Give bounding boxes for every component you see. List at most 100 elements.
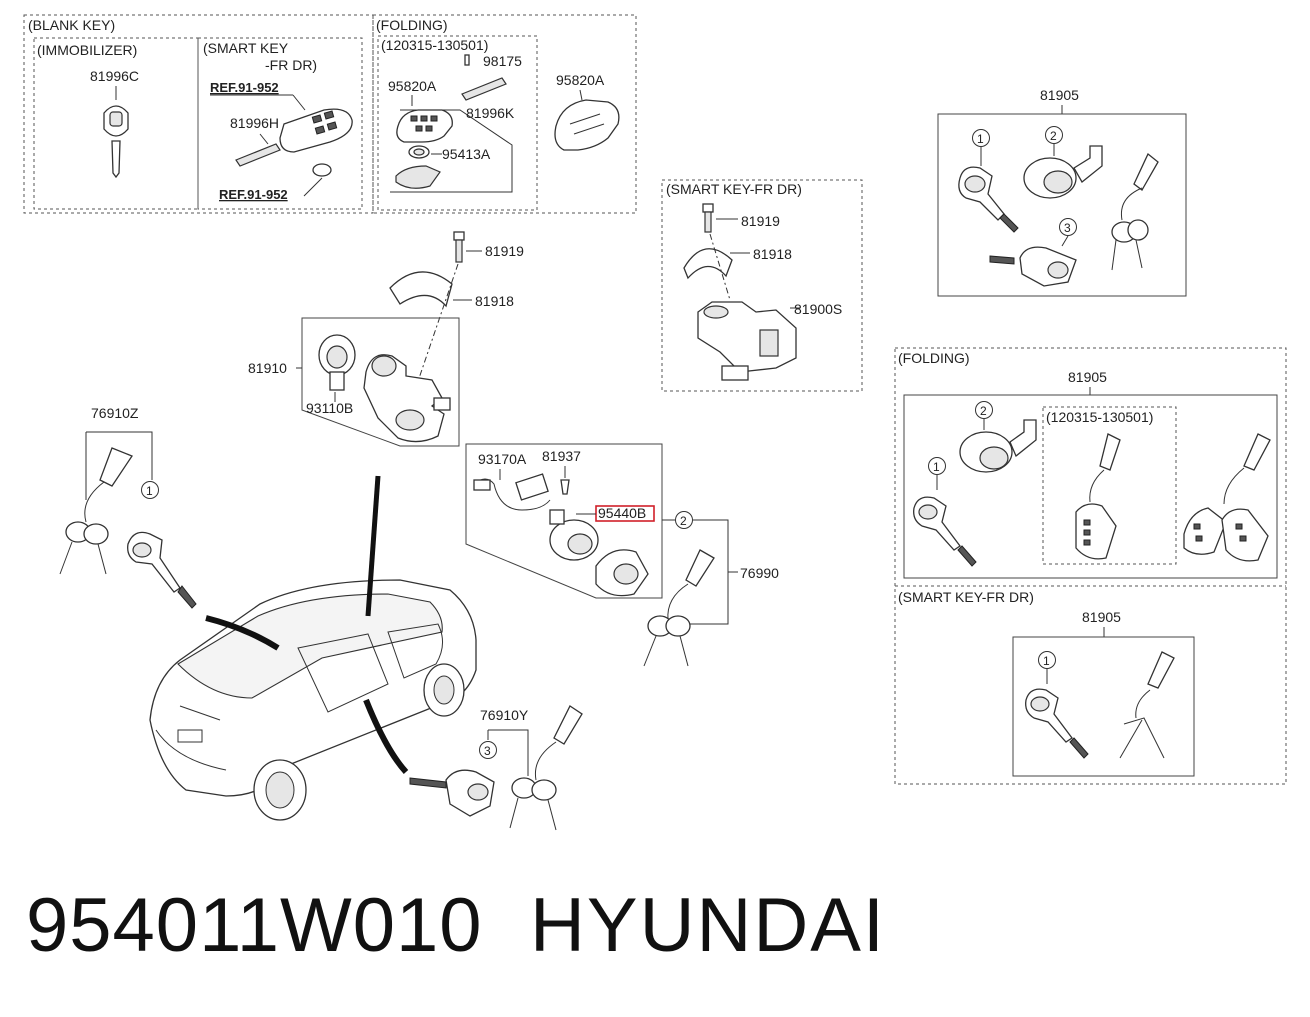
wiring-93170A	[473, 473, 551, 511]
folding-top-frame	[372, 14, 637, 214]
ref-91-952-bottom: REF.91-952	[219, 187, 288, 202]
label-81996K: 81996K	[466, 105, 515, 121]
folding-right-heading: (FOLDING)	[898, 350, 970, 366]
folding-right-group: (FOLDING) 81905 (120315-130501) 2 1	[894, 347, 1287, 785]
smart-key-mid-frame	[661, 179, 863, 392]
keys-76910Y	[509, 705, 583, 831]
blank-key-heading: (BLANK KEY)	[28, 17, 115, 33]
date-range-top-heading: (120315-130501)	[381, 37, 488, 53]
folding-fob-case	[395, 165, 441, 189]
key-set-top	[1111, 152, 1159, 271]
key-set-76910Z-group: 76910Z 1	[59, 405, 197, 609]
label-98175: 98175	[483, 53, 522, 69]
label-81919-center: 81919	[485, 243, 524, 259]
door-lock-76910Z	[127, 531, 197, 609]
bracket-81918-mid	[683, 248, 733, 280]
label-81918-mid: 81918	[753, 246, 792, 262]
label-95820A-right: 95820A	[556, 72, 605, 88]
label-81996H: 81996H	[230, 115, 279, 131]
label-76910Y: 76910Y	[480, 707, 529, 723]
callout-2-folding: 2	[980, 404, 987, 418]
label-81937: 81937	[542, 448, 581, 464]
blank-key-frame	[23, 14, 374, 214]
date-range-right-heading: (120315-130501)	[1046, 409, 1153, 425]
screw-81937	[560, 479, 570, 495]
smart-key-fob-drawing	[279, 108, 353, 153]
smart-key-mid-heading: (SMART KEY-FR DR)	[666, 181, 802, 197]
folding-fob-drawing	[396, 109, 453, 143]
lock-cylinder-93110B	[318, 334, 356, 391]
callout-3-top: 3	[1064, 221, 1071, 235]
callout-2-76990: 2	[680, 514, 687, 528]
blank-key-group: (BLANK KEY) (IMMOBILIZER) 81996C (SMART …	[23, 14, 374, 214]
callout-2-top: 2	[1050, 129, 1057, 143]
door-lock-cylinder-folding	[913, 496, 977, 567]
label-81900S: 81900S	[794, 301, 842, 317]
label-81996C: 81996C	[90, 68, 139, 84]
date-range-top-frame	[377, 35, 538, 211]
smart-key-frame	[197, 37, 363, 210]
folding-fob-closed-drawing	[554, 99, 620, 151]
smart-key-mid-group: (SMART KEY-FR DR) 81919 81918 81900S	[661, 179, 863, 392]
trunk-lock-cylinder-top	[989, 246, 1077, 287]
smart-key-blade-set	[1119, 651, 1175, 759]
folding-right-frame	[894, 347, 1287, 785]
callout-1-smart: 1	[1043, 654, 1050, 668]
bolt-81919-center	[453, 231, 465, 263]
ignition-switch-group: 93170A 81937 95440B	[465, 443, 663, 599]
smart-key-heading-2: -FR DR)	[265, 57, 317, 73]
keys-76990	[643, 549, 715, 667]
ref-91-952-top: REF.91-952	[210, 80, 279, 95]
folding-top-heading: (FOLDING)	[376, 17, 448, 33]
date-range-right-frame	[1042, 406, 1177, 565]
label-76910Z: 76910Z	[91, 405, 139, 421]
folding-key-blade	[461, 77, 507, 101]
steering-lock-body-drawing	[363, 354, 451, 443]
lock-set-folding-frame	[903, 394, 1278, 579]
key-set-76990-group: 2 76990	[643, 511, 779, 667]
ignition-switch-95440B	[549, 509, 649, 597]
label-76990: 76990	[740, 565, 779, 581]
keys-76910Z	[59, 447, 133, 575]
ignition-housing-group: 81919 81918 81910 93110B	[248, 231, 524, 447]
smart-lock-body-81900S	[697, 301, 797, 381]
label-81905-folding: 81905	[1068, 369, 1107, 385]
callout-1-folding: 1	[933, 460, 940, 474]
parts-diagram: (BLANK KEY) (IMMOBILIZER) 81996C (SMART …	[23, 14, 1287, 831]
bracket-81918-center	[389, 271, 453, 308]
label-95820A-left: 95820A	[388, 78, 437, 94]
label-95413A: 95413A	[442, 146, 491, 162]
bolt-81919-mid	[702, 203, 714, 233]
immobilizer-heading: (IMMOBILIZER)	[37, 42, 137, 58]
ignition-cylinder-folding	[959, 419, 1037, 473]
key-set-76910Y-group: 76910Y 3	[409, 705, 583, 831]
door-lock-cylinder-top	[958, 166, 1019, 233]
folding-top-group: (FOLDING) (120315-130501) 98175 81996K 9…	[372, 14, 637, 214]
part-number-caption: 954011W010	[26, 883, 483, 968]
label-81919-mid: 81919	[741, 213, 780, 229]
smart-key-heading-1: (SMART KEY	[203, 40, 289, 56]
car-illustration	[149, 475, 477, 821]
emergency-key-blade	[235, 143, 281, 167]
immobilizer-frame	[33, 37, 199, 210]
callout-3-76910Y: 3	[484, 744, 491, 758]
folding-key-date-range	[1075, 433, 1121, 560]
label-81905-smart: 81905	[1082, 609, 1121, 625]
ignition-switch-frame	[465, 443, 663, 599]
immobilizer-key-drawing	[103, 105, 129, 179]
label-95440B: 95440B	[598, 505, 646, 521]
label-81910: 81910	[248, 360, 287, 376]
pin-98175	[464, 54, 470, 66]
lock-set-smart-frame	[1012, 636, 1195, 777]
lock-set-top-frame	[937, 113, 1187, 297]
brand-caption: HYUNDAI	[530, 883, 887, 968]
door-lock-cylinder-smart	[1025, 688, 1089, 759]
label-81905-top: 81905	[1040, 87, 1079, 103]
lock-set-top-group: 81905 1 2 3	[937, 87, 1187, 297]
folding-key-pair-right	[1183, 433, 1271, 562]
smart-key-right-heading: (SMART KEY-FR DR)	[898, 589, 1034, 605]
callout-1-top: 1	[977, 132, 984, 146]
callout-1-76910Z: 1	[146, 484, 153, 498]
label-81918-center: 81918	[475, 293, 514, 309]
label-93170A: 93170A	[478, 451, 527, 467]
